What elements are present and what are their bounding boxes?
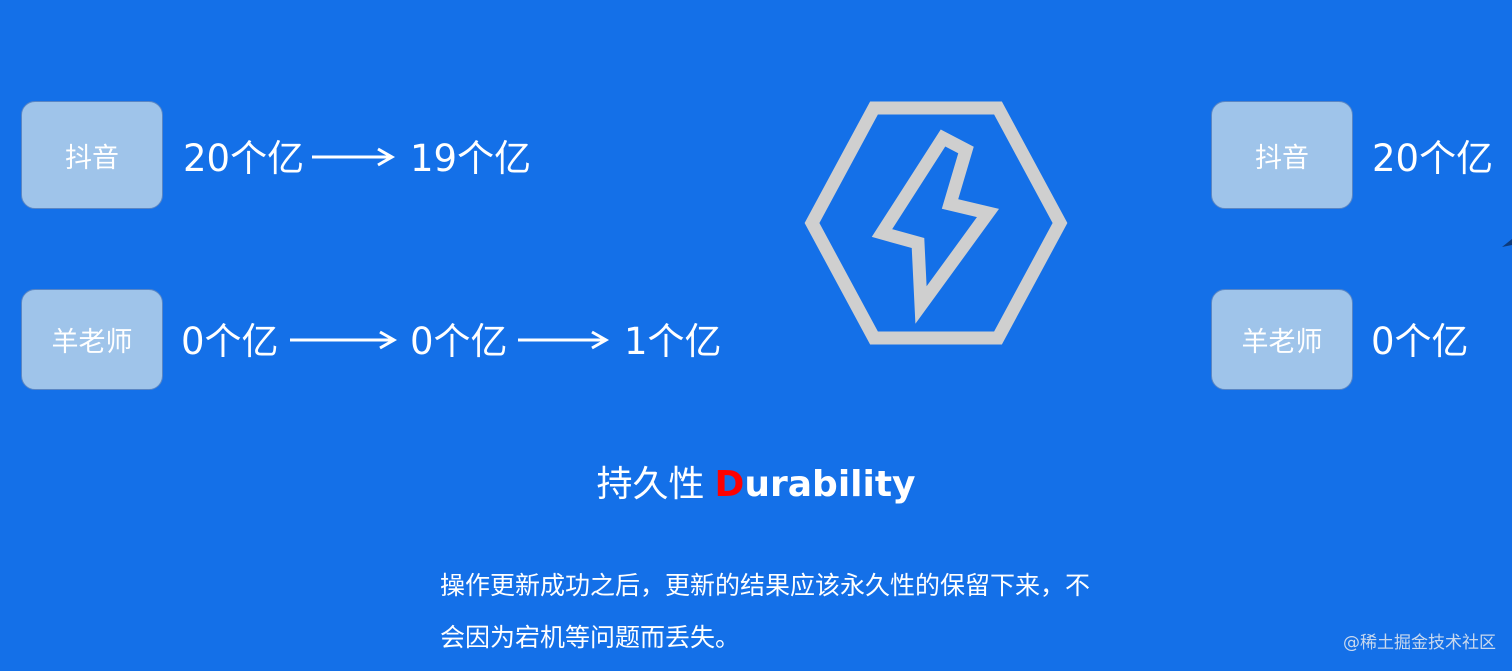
teacher-balance-persisted: 0个亿 <box>1371 320 1469 363</box>
douyin-balance-initial: 20个亿 <box>183 137 305 180</box>
douyin-balance-after-transfer: 19个亿 <box>410 137 532 180</box>
title-highlight-letter: D <box>714 464 745 505</box>
edge-tick-mark <box>1502 232 1512 247</box>
douyin-account-box-after: 抖音 <box>1211 101 1353 209</box>
teacher-balance-final: 1个亿 <box>624 320 722 363</box>
teacher-balance-intermediate: 0个亿 <box>410 320 508 363</box>
arrow-icon <box>290 330 398 350</box>
watermark: @稀土掘金技术社区 <box>1343 633 1496 653</box>
description: 操作更新成功之后，更新的结果应该永久性的保留下来，不 会因为宕机等问题而丢失。 <box>440 560 1200 664</box>
title-english-rest: urability <box>744 464 916 505</box>
douyin-account-box-before: 抖音 <box>21 101 163 209</box>
teacher-account-box-after: 羊老师 <box>1211 289 1353 390</box>
teacher-label-before: 羊老师 <box>51 327 133 358</box>
description-line-2: 会因为宕机等问题而丢失。 <box>440 623 741 652</box>
douyin-balance-persisted: 20个亿 <box>1372 137 1494 180</box>
arrow-icon <box>518 330 610 350</box>
douyin-label-after: 抖音 <box>1255 142 1309 174</box>
description-line-1: 操作更新成功之后，更新的结果应该永久性的保留下来，不 <box>440 571 1091 600</box>
teacher-label-after: 羊老师 <box>1241 327 1323 358</box>
arrow-icon <box>312 147 396 167</box>
teacher-balance-initial: 0个亿 <box>181 320 279 363</box>
teacher-account-box-before: 羊老师 <box>21 289 163 390</box>
lightning-hexagon-icon <box>800 100 1072 346</box>
title-chinese: 持久性 <box>596 464 705 505</box>
douyin-label-before: 抖音 <box>65 142 119 174</box>
